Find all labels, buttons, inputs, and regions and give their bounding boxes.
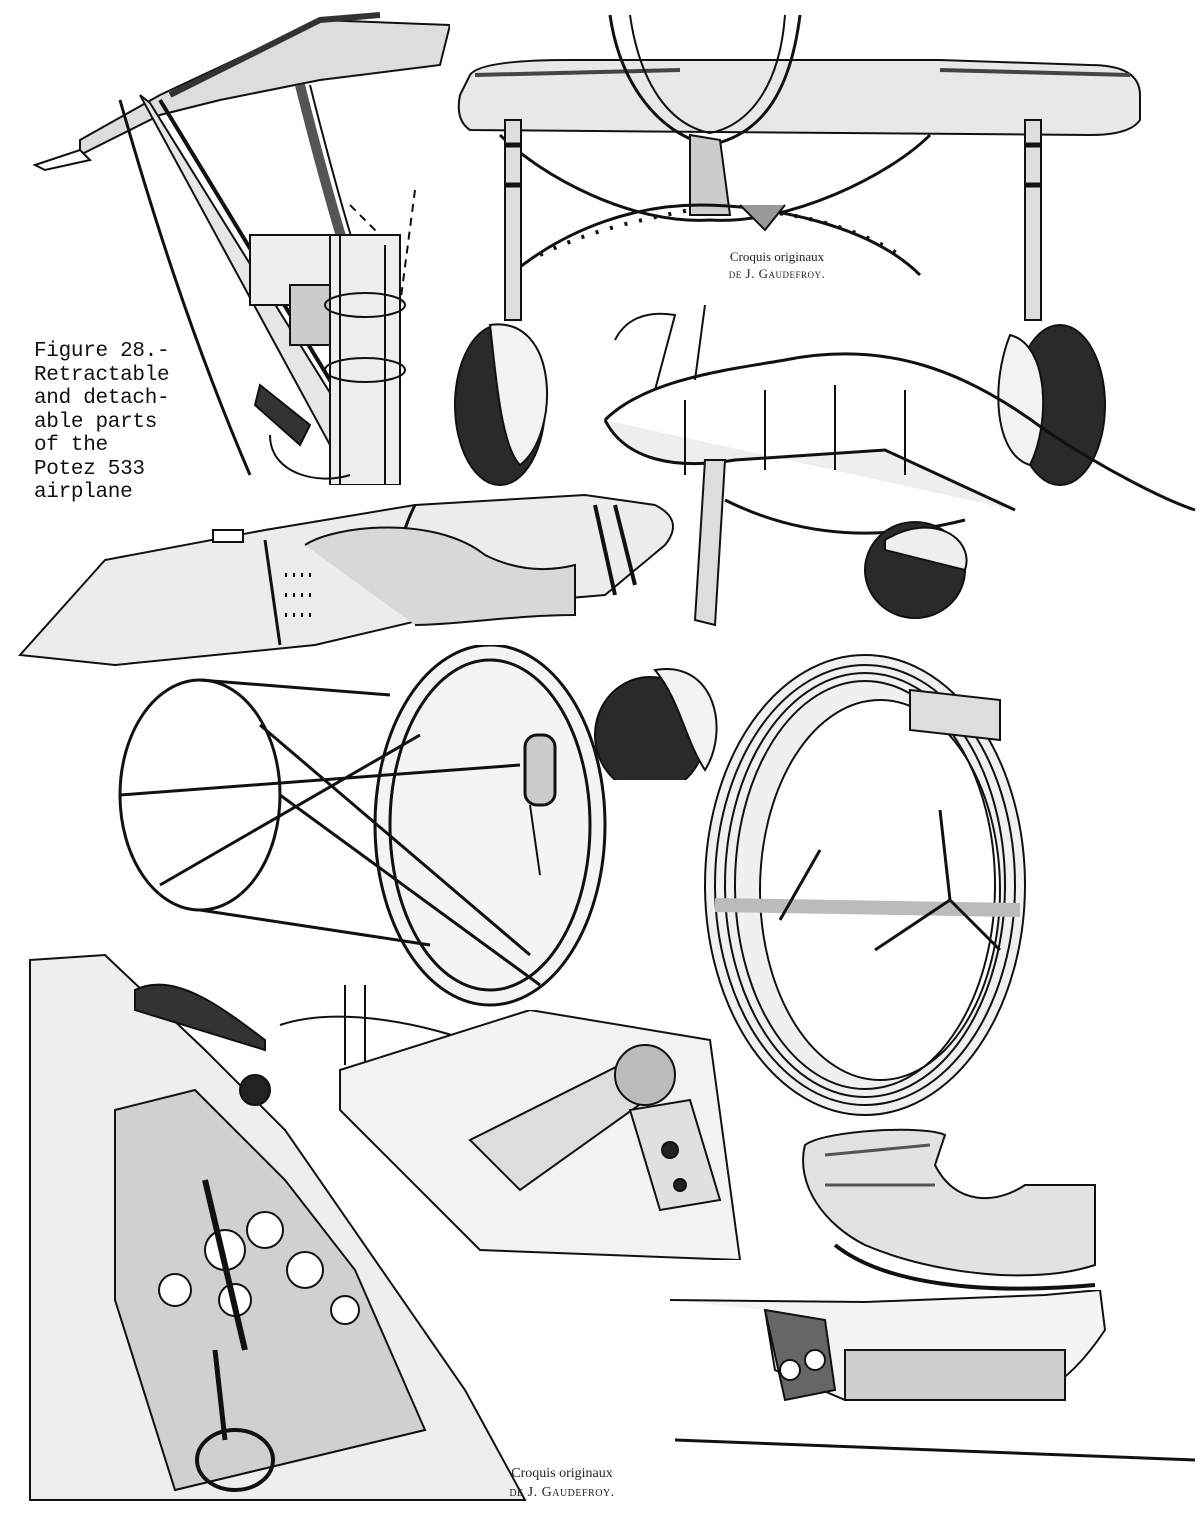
credit-top-line1: Croquis originaux bbox=[729, 249, 825, 264]
drawing-engine-mount-frame bbox=[100, 645, 620, 1065]
credit-top-line2: de J. Gaudefroy. bbox=[728, 266, 826, 281]
drawing-cowling-ring bbox=[700, 650, 1030, 1120]
drawing-cockpit-instruments bbox=[25, 950, 530, 1505]
drawing-cockpit-side bbox=[665, 1290, 1200, 1510]
drawing-wing-section-gear bbox=[585, 300, 1200, 780]
drawing-cockpit-canopy bbox=[785, 1125, 1105, 1295]
credit-bottom-line2: de J. Gaudefroy. bbox=[509, 1485, 615, 1500]
drawing-wing-root-strut bbox=[20, 5, 450, 485]
credit-caption-top: Croquis originaux de J. Gaudefroy. bbox=[712, 248, 842, 282]
drawing-front-landing-gear bbox=[450, 5, 1180, 495]
drawing-wing-panel-cutaway bbox=[15, 485, 695, 670]
figure-caption: Figure 28.- Retractable and detach- able… bbox=[34, 340, 170, 504]
drawing-strut-fitting bbox=[330, 1010, 750, 1260]
credit-caption-bottom: Croquis originaux de J. Gaudefroy. bbox=[492, 1464, 632, 1502]
credit-bottom-line1: Croquis originaux bbox=[511, 1466, 613, 1481]
